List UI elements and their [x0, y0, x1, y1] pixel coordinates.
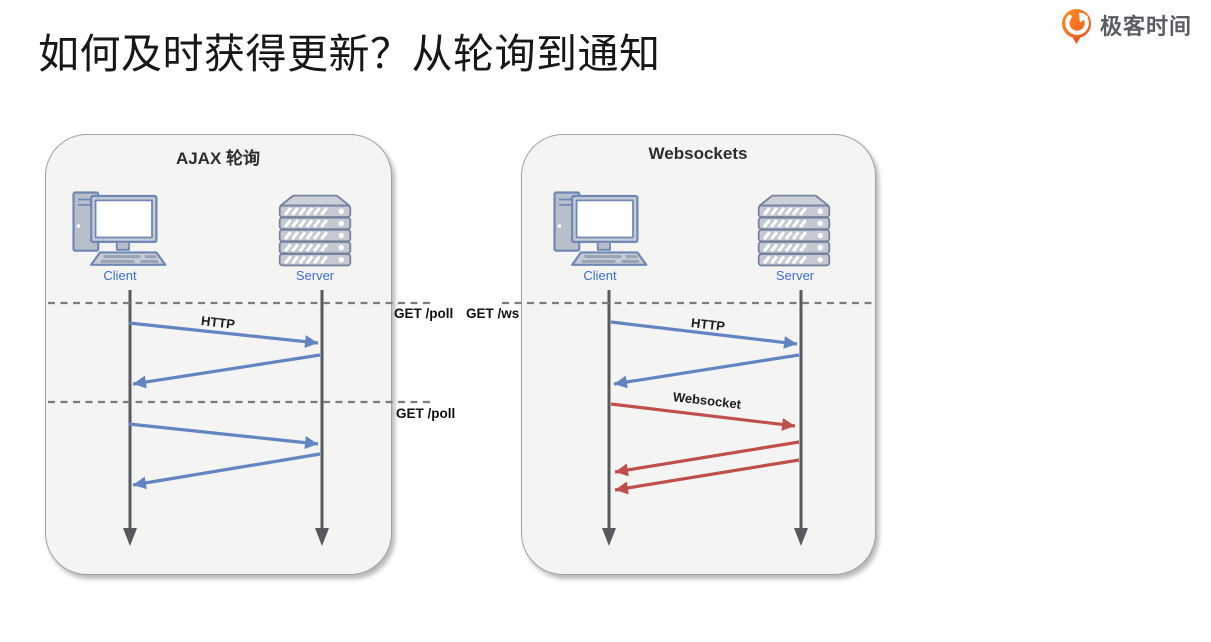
panel-websockets-title: Websockets [648, 144, 748, 163]
server-icon [269, 192, 361, 268]
client-label: Client [103, 268, 137, 283]
brand-logo: 极客时间 [1061, 8, 1192, 45]
server-label: Server [295, 268, 335, 283]
get-poll-annotation: GET /poll [396, 406, 456, 421]
client-label: Client [583, 268, 617, 283]
brand-name: 极客时间 [1100, 14, 1193, 39]
get-ws-annotation: GET /ws [466, 306, 520, 321]
get-poll-annotation: GET /poll [394, 306, 454, 321]
server-icon [748, 192, 840, 268]
page-title: 如何及时获得更新？从轮询到通知 [38, 31, 661, 77]
panel-ajax-title: AJAX 轮询 [175, 149, 261, 168]
client-icon [70, 183, 167, 269]
client-icon [551, 183, 648, 269]
server-label: Server [775, 268, 815, 283]
geektime-logo-icon [1061, 9, 1092, 44]
